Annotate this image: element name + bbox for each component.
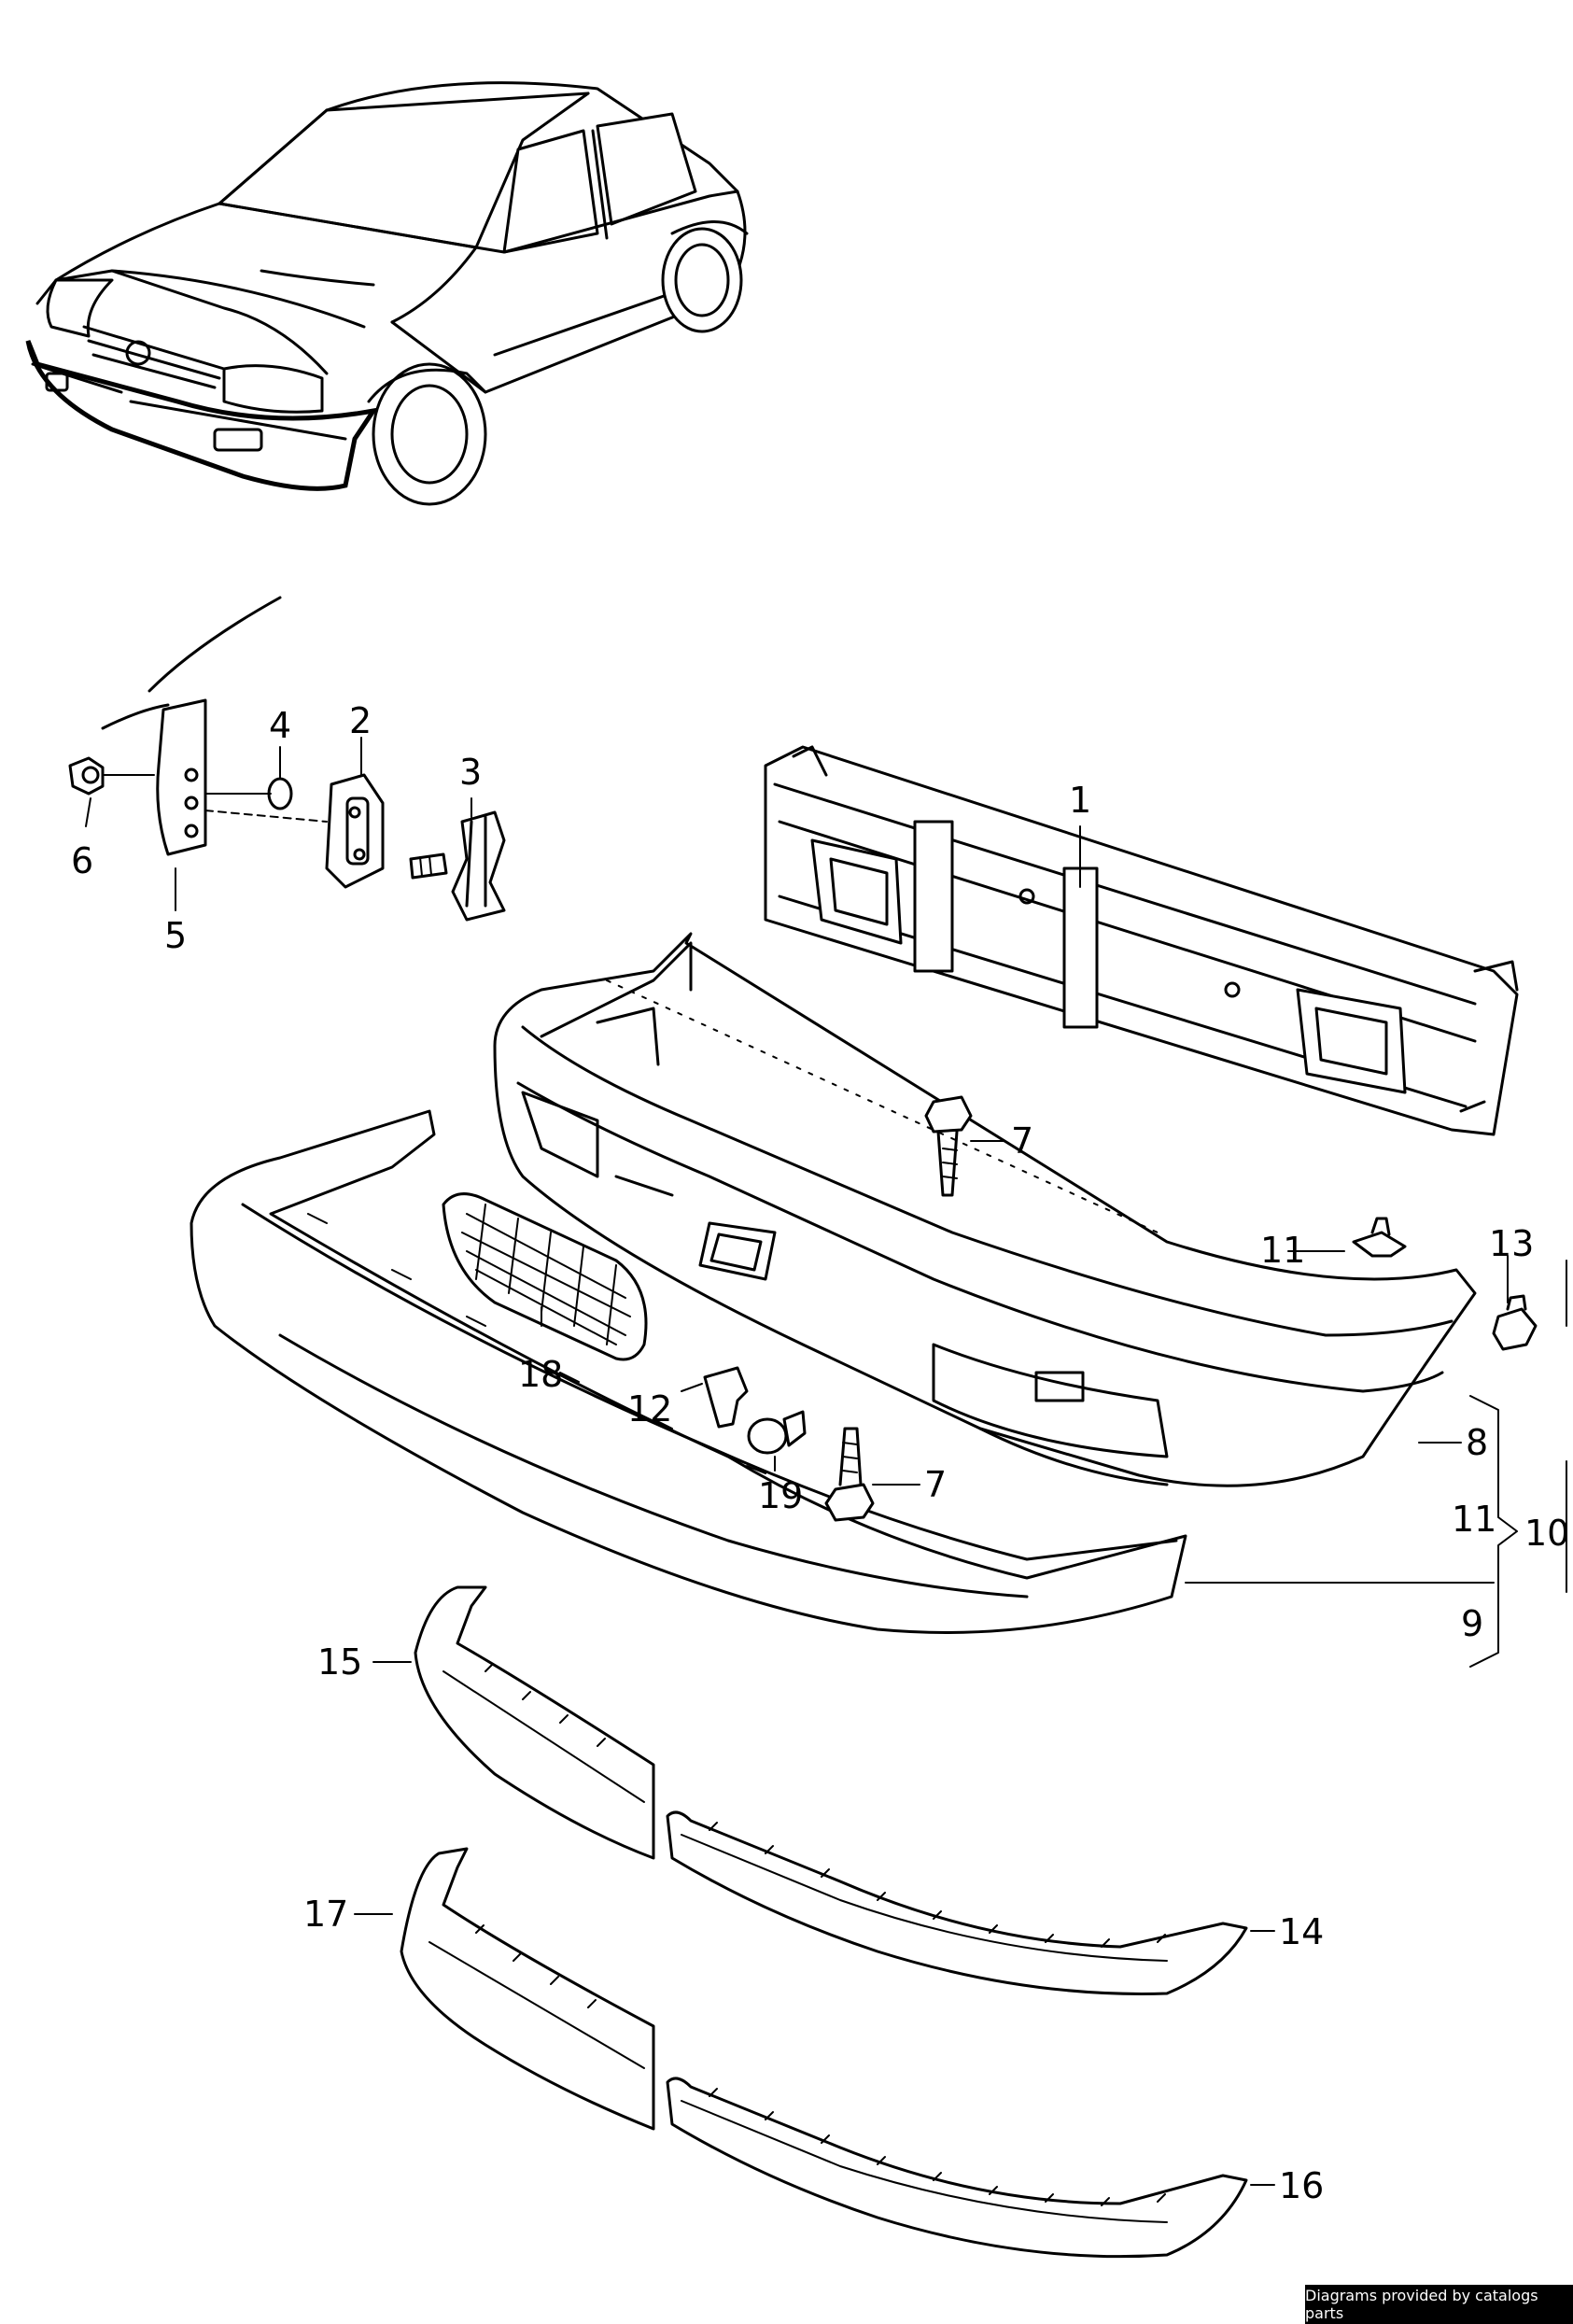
- callout-18: 18: [518, 1354, 563, 1395]
- spoiler: [190, 1109, 1187, 1634]
- callout-14: 14: [1279, 1911, 1324, 1952]
- callout-6: 6: [71, 840, 93, 881]
- fasteners: [703, 1095, 1538, 1522]
- callout-12: 12: [627, 1388, 672, 1430]
- callout-11b: 11: [1452, 1499, 1496, 1540]
- car-illustration: [25, 81, 749, 506]
- callout-11a: 11: [1260, 1230, 1305, 1271]
- callout-17: 17: [303, 1894, 348, 1935]
- callout-2: 2: [349, 700, 372, 741]
- callout-3: 3: [459, 752, 482, 793]
- trim-strip-upper: [414, 1585, 1248, 1995]
- callout-16: 16: [1279, 2165, 1324, 2206]
- callout-5: 5: [164, 915, 187, 956]
- trim-strip-lower: [400, 1847, 1248, 2259]
- grille: [442, 1192, 648, 1361]
- callout-13: 13: [1489, 1223, 1534, 1264]
- callout-9: 9: [1461, 1603, 1483, 1644]
- bumper-reinforcement: [764, 745, 1519, 1136]
- callout-labels: 1 2 3 4 5 6 7 7 8 9 10 11 11 12 13 14 15…: [71, 700, 1569, 2206]
- bumper-cover: [493, 932, 1477, 1487]
- callout-4: 4: [269, 705, 291, 746]
- callout-10: 10: [1524, 1513, 1569, 1554]
- callout-7b: 7: [924, 1464, 947, 1505]
- bracket-assembly: [68, 596, 506, 922]
- leader-lines: [85, 737, 1567, 2186]
- callout-8: 8: [1466, 1422, 1488, 1463]
- callout-15: 15: [317, 1641, 362, 1683]
- callout-7a: 7: [1011, 1120, 1033, 1162]
- credit-badge: Diagrams provided by catalogs parts: [1305, 2285, 1573, 2324]
- callout-1: 1: [1069, 780, 1091, 821]
- callout-19: 19: [758, 1475, 803, 1516]
